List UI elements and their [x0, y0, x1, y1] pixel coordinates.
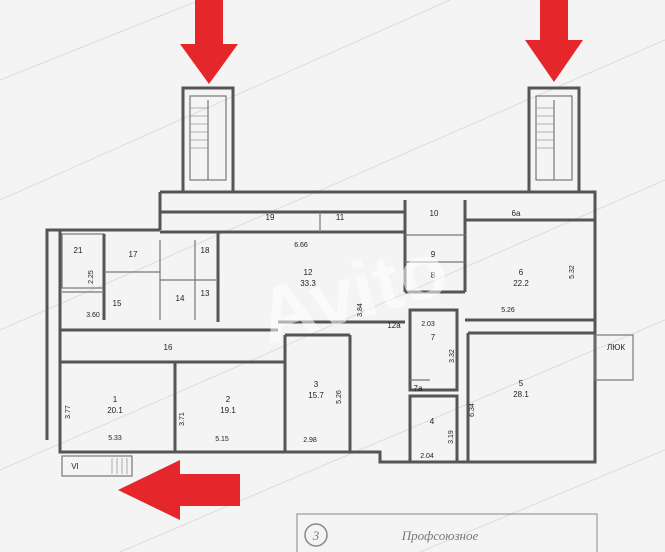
- hatch-label: ЛЮК: [607, 343, 625, 352]
- room-12-number: 12: [304, 268, 313, 277]
- dimension-label: 3.32: [449, 349, 456, 363]
- room-17-number: 17: [129, 250, 138, 259]
- room-21-number: 21: [74, 246, 83, 255]
- room-labels: 1 20.1 2 19.1 3 15.7 4 5 28.1 6 22.2 6a …: [71, 209, 529, 471]
- room-7-number: 7: [431, 333, 436, 342]
- dimension-label: 2.98: [303, 437, 317, 444]
- room-16-number: 16: [164, 343, 173, 352]
- stamp-number: 3: [312, 528, 320, 543]
- arrow-left-icon: [118, 460, 240, 520]
- dimension-label: 3.71: [179, 412, 186, 426]
- interior-walls: [60, 200, 595, 477]
- dimension-label: 6.66: [294, 242, 308, 249]
- room-8-number: 8: [431, 271, 436, 280]
- room-13-number: 13: [201, 289, 210, 298]
- room-19-number: 19: [266, 213, 275, 222]
- dimension-label: 5.26: [336, 390, 343, 404]
- staircase-left: [181, 86, 235, 194]
- room-15-number: 15: [113, 299, 122, 308]
- arrow-down-right-icon: [525, 0, 583, 82]
- room-12a-number: 12a: [387, 321, 401, 330]
- room-9-number: 9: [431, 250, 436, 259]
- dimension-label: 3.84: [357, 303, 364, 317]
- room-7a-number: 7a: [414, 384, 423, 393]
- dimension-label: 5.26: [501, 307, 515, 314]
- room-6a-number: 6a: [512, 209, 521, 218]
- dimension-label: 6.34: [469, 403, 476, 417]
- staircase-right: [527, 86, 581, 194]
- room-3-area: 15.7: [308, 391, 324, 400]
- room-1-number: 1: [113, 395, 118, 404]
- dimension-label: 2.03: [421, 321, 435, 328]
- room-14-number: 14: [176, 294, 185, 303]
- dimension-label: 3.60: [86, 312, 100, 319]
- dimension-label: 2.25: [88, 270, 95, 284]
- arrow-down-left-icon: [180, 0, 238, 84]
- room-18-number: 18: [201, 246, 210, 255]
- room-1-area: 20.1: [107, 406, 123, 415]
- avito-watermark: Avito: [248, 223, 457, 361]
- dimension-label: 3.77: [65, 405, 72, 419]
- dimension-label: 5.15: [215, 436, 229, 443]
- dimension-labels: 2.25 3.60 6.66 3.84 5.32 5.26 2.03 3.32 …: [65, 242, 576, 460]
- room-10-number: 10: [430, 209, 439, 218]
- dimension-label: 2.04: [420, 453, 434, 460]
- room-5-number: 5: [519, 379, 524, 388]
- stamp: 3 Профсоюзное: [296, 513, 598, 552]
- room-6-area: 22.2: [513, 279, 529, 288]
- dimension-label: 3.19: [448, 430, 455, 444]
- room-11-number: 11: [336, 213, 345, 222]
- room-2-number: 2: [226, 395, 231, 404]
- dimension-label: 5.33: [108, 435, 122, 442]
- room-4-number: 4: [430, 417, 435, 426]
- dimension-label: 5.32: [569, 265, 576, 279]
- room-6-number: 6: [519, 268, 524, 277]
- stamp-text: Профсоюзное: [401, 528, 479, 543]
- room-2-area: 19.1: [220, 406, 236, 415]
- room-3-number: 3: [314, 380, 319, 389]
- room-12-area: 33.3: [300, 279, 316, 288]
- room-vi-number: VI: [71, 462, 79, 471]
- room-5-area: 28.1: [513, 390, 529, 399]
